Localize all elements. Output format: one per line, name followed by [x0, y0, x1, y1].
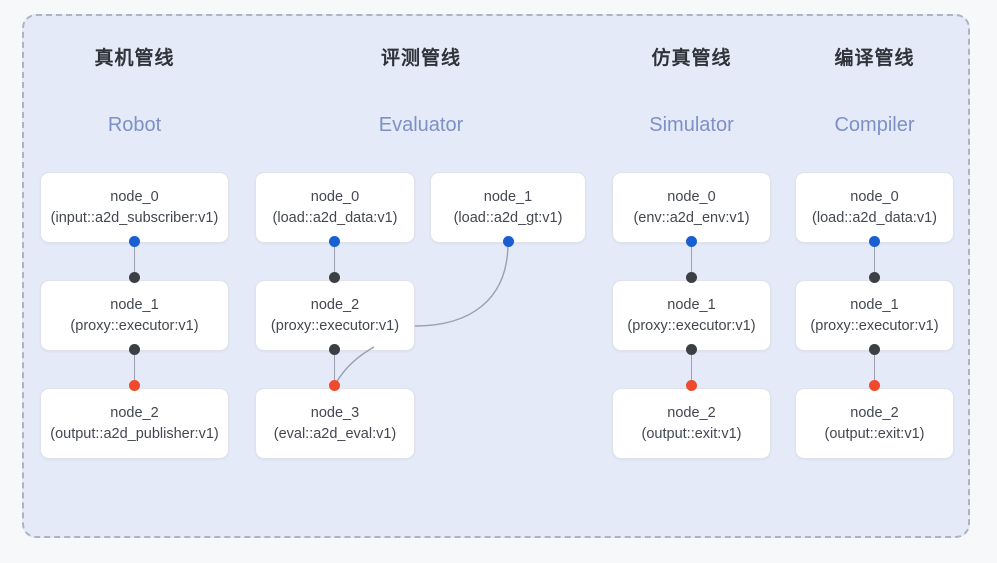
port-out-simulator-node_0[interactable] — [686, 236, 697, 247]
port-in-evaluator-node_3[interactable] — [329, 380, 340, 391]
column-title-evaluator: 评测管线 — [380, 48, 461, 69]
node-simulator-node_0[interactable]: node_0 (env::a2d_env:v1) — [612, 172, 771, 243]
edge-evaluator-node_0-to-node_2 — [333, 241, 336, 278]
node-name: node_2 — [850, 404, 899, 421]
column-subtitle-compiler: Compiler — [834, 114, 915, 136]
node-spec: (load::a2d_data:v1) — [272, 209, 398, 226]
edge-robot-node_0-to-node_1 — [133, 241, 136, 278]
node-spec: (input::a2d_subscriber:v1) — [50, 209, 219, 226]
pipeline-column-robot: 真机管线 Robot — [40, 46, 229, 138]
port-in-simulator-node_1[interactable] — [686, 272, 697, 283]
port-out-simulator-node_1[interactable] — [686, 344, 697, 355]
edge-compiler-node_0-to-node_1 — [873, 241, 876, 278]
pipeline-column-compiler: 编译管线 Compiler — [795, 46, 954, 138]
edge-robot-node_1-to-node_2 — [133, 349, 136, 386]
node-spec: (env::a2d_env:v1) — [633, 209, 750, 226]
node-evaluator-node_2[interactable]: node_2 (proxy::executor:v1) — [255, 280, 415, 351]
node-spec: (load::a2d_data:v1) — [812, 209, 937, 226]
node-name: node_0 — [310, 188, 360, 205]
node-name: node_1 — [110, 296, 159, 313]
column-subtitle-robot: Robot — [107, 114, 162, 136]
edge-simulator-node_1-to-node_2 — [690, 349, 693, 386]
node-name: node_0 — [667, 188, 716, 205]
node-evaluator-node_1[interactable]: node_1 (load::a2d_gt:v1) — [430, 172, 586, 243]
node-robot-node_2[interactable]: node_2 (output::a2d_publisher:v1) — [40, 388, 229, 459]
port-in-compiler-node_1[interactable] — [869, 272, 880, 283]
node-evaluator-node_3[interactable]: node_3 (eval::a2d_eval:v1) — [255, 388, 415, 459]
edge-compiler-node_1-to-node_2 — [873, 349, 876, 386]
node-name: node_0 — [850, 188, 899, 205]
column-subtitle-simulator: Simulator — [649, 114, 734, 136]
node-robot-node_1[interactable]: node_1 (proxy::executor:v1) — [40, 280, 229, 351]
node-name: node_2 — [667, 404, 716, 421]
port-in-robot-node_2[interactable] — [129, 380, 140, 391]
node-name: node_1 — [483, 188, 533, 205]
edge-simulator-node_0-to-node_1 — [690, 241, 693, 278]
node-compiler-node_2[interactable]: node_2 (output::exit:v1) — [795, 388, 954, 459]
port-out-evaluator-node_0[interactable] — [329, 236, 340, 247]
port-in-compiler-node_2[interactable] — [869, 380, 880, 391]
node-name: node_3 — [310, 404, 360, 421]
node-spec: (load::a2d_gt:v1) — [453, 209, 563, 226]
node-robot-node_0[interactable]: node_0 (input::a2d_subscriber:v1) — [40, 172, 229, 243]
port-out-evaluator-node_2[interactable] — [329, 344, 340, 355]
node-simulator-node_1[interactable]: node_1 (proxy::executor:v1) — [612, 280, 771, 351]
column-title-compiler: 编译管线 — [834, 48, 915, 69]
port-out-robot-node_0[interactable] — [129, 236, 140, 247]
node-compiler-node_1[interactable]: node_1 (proxy::executor:v1) — [795, 280, 954, 351]
node-spec: (proxy::executor:v1) — [627, 317, 756, 334]
port-out-compiler-node_1[interactable] — [869, 344, 880, 355]
node-spec: (proxy::executor:v1) — [270, 317, 400, 334]
node-spec: (output::a2d_publisher:v1) — [50, 425, 219, 442]
port-out-compiler-node_0[interactable] — [869, 236, 880, 247]
column-title-robot: 真机管线 — [94, 48, 175, 69]
node-name: node_0 — [110, 188, 159, 205]
pipeline-column-evaluator: 评测管线 Evaluator — [255, 46, 587, 138]
node-simulator-node_2[interactable]: node_2 (output::exit:v1) — [612, 388, 771, 459]
port-in-robot-node_1[interactable] — [129, 272, 140, 283]
node-compiler-node_0[interactable]: node_0 (load::a2d_data:v1) — [795, 172, 954, 243]
node-name: node_2 — [310, 296, 360, 313]
node-evaluator-node_0[interactable]: node_0 (load::a2d_data:v1) — [255, 172, 415, 243]
column-subtitle-evaluator: Evaluator — [378, 114, 464, 136]
pipeline-column-simulator: 仿真管线 Simulator — [612, 46, 771, 138]
port-out-robot-node_1[interactable] — [129, 344, 140, 355]
node-name: node_2 — [110, 404, 159, 421]
port-in-evaluator-node_2[interactable] — [329, 272, 340, 283]
node-spec: (proxy::executor:v1) — [70, 317, 199, 334]
port-out-evaluator-node_1[interactable] — [503, 236, 514, 247]
column-title-simulator: 仿真管线 — [651, 48, 732, 69]
node-spec: (proxy::executor:v1) — [810, 317, 939, 334]
node-spec: (eval::a2d_eval:v1) — [273, 425, 397, 442]
port-in-simulator-node_2[interactable] — [686, 380, 697, 391]
node-name: node_1 — [667, 296, 716, 313]
node-spec: (output::exit:v1) — [824, 425, 925, 442]
node-spec: (output::exit:v1) — [641, 425, 742, 442]
node-name: node_1 — [850, 296, 899, 313]
